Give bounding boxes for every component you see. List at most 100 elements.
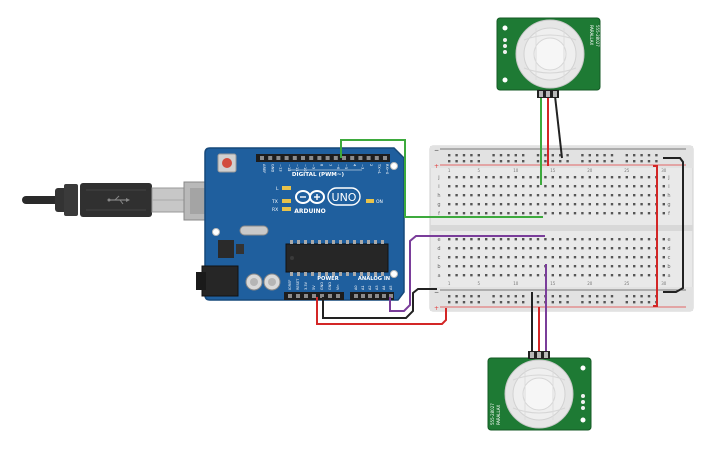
breadboard-hole[interactable]: [529, 274, 532, 277]
rail-hole[interactable]: [625, 154, 628, 157]
header-pin[interactable]: [358, 156, 363, 160]
breadboard-hole[interactable]: [610, 176, 614, 179]
breadboard-hole[interactable]: [566, 203, 569, 206]
rail-hole[interactable]: [588, 154, 591, 157]
rail-hole[interactable]: [566, 301, 569, 304]
rail-hole[interactable]: [596, 154, 599, 157]
breadboard-hole[interactable]: [551, 247, 554, 250]
breadboard-hole[interactable]: [581, 247, 584, 250]
breadboard-hole[interactable]: [588, 185, 591, 188]
rail-hole[interactable]: [610, 160, 614, 163]
breadboard-hole[interactable]: [573, 176, 577, 179]
breadboard-hole[interactable]: [529, 265, 532, 268]
breadboard-hole[interactable]: [462, 203, 466, 206]
header-pin[interactable]: [284, 156, 289, 160]
breadboard-hole[interactable]: [544, 212, 547, 215]
breadboard-hole[interactable]: [462, 274, 466, 277]
breadboard-hole[interactable]: [559, 238, 562, 241]
rail-hole[interactable]: [507, 295, 510, 298]
wire-purple-signal[interactable]: [389, 235, 545, 312]
rail-hole[interactable]: [499, 301, 503, 304]
breadboard-hole[interactable]: [603, 194, 606, 197]
breadboard-hole[interactable]: [462, 247, 466, 250]
breadboard-hole[interactable]: [514, 212, 517, 215]
breadboard-hole[interactable]: [499, 194, 503, 197]
breadboard-hole[interactable]: [588, 265, 591, 268]
breadboard-hole[interactable]: [462, 212, 466, 215]
rail-hole[interactable]: [551, 160, 554, 163]
breadboard-hole[interactable]: [499, 238, 503, 241]
breadboard-hole[interactable]: [499, 185, 503, 188]
wire-red-5v[interactable]: [316, 297, 447, 325]
breadboard-hole[interactable]: [610, 247, 614, 250]
rail-hole[interactable]: [448, 160, 451, 163]
rail-hole[interactable]: [551, 295, 554, 298]
breadboard-hole[interactable]: [492, 238, 495, 241]
rail-hole[interactable]: [633, 160, 636, 163]
breadboard-hole[interactable]: [596, 212, 599, 215]
pir-sensor-bottom[interactable]: 555-28027 PARALLAX: [487, 351, 592, 431]
breadboard-hole[interactable]: [514, 194, 517, 197]
breadboard-hole[interactable]: [462, 185, 466, 188]
breadboard-hole[interactable]: [529, 176, 532, 179]
rail-hole[interactable]: [588, 160, 591, 163]
breadboard-hole[interactable]: [536, 265, 540, 268]
reset-button-cap[interactable]: [222, 158, 232, 168]
rail-hole[interactable]: [640, 160, 643, 163]
breadboard-hole[interactable]: [470, 274, 473, 277]
rail-hole[interactable]: [640, 301, 643, 304]
breadboard-hole[interactable]: [625, 256, 628, 259]
rail-hole[interactable]: [559, 154, 562, 157]
breadboard-hole[interactable]: [618, 185, 621, 188]
breadboard-hole[interactable]: [603, 185, 606, 188]
breadboard-hole[interactable]: [559, 194, 562, 197]
breadboard-hole[interactable]: [640, 185, 643, 188]
breadboard-hole[interactable]: [618, 212, 621, 215]
breadboard-hole[interactable]: [618, 203, 621, 206]
breadboard-hole[interactable]: [536, 274, 540, 277]
rail-hole[interactable]: [477, 160, 480, 163]
breadboard-hole[interactable]: [566, 256, 569, 259]
rail-hole[interactable]: [477, 295, 480, 298]
breadboard-hole[interactable]: [596, 176, 599, 179]
breadboard-hole[interactable]: [536, 247, 540, 250]
breadboard-hole[interactable]: [566, 247, 569, 250]
breadboard-hole[interactable]: [566, 176, 569, 179]
breadboard-hole[interactable]: [603, 247, 606, 250]
breadboard-hole[interactable]: [610, 203, 614, 206]
breadboard-hole[interactable]: [581, 185, 584, 188]
breadboard-hole[interactable]: [610, 238, 614, 241]
rail-hole[interactable]: [581, 295, 584, 298]
header-pin[interactable]: [368, 294, 372, 298]
breadboard-hole[interactable]: [485, 194, 488, 197]
breadboard-hole[interactable]: [448, 203, 451, 206]
breadboard-hole[interactable]: [647, 203, 651, 206]
breadboard-hole[interactable]: [588, 256, 591, 259]
rail-hole[interactable]: [455, 160, 458, 163]
breadboard-hole[interactable]: [485, 274, 488, 277]
breadboard-hole[interactable]: [633, 238, 636, 241]
breadboard-hole[interactable]: [499, 265, 503, 268]
breadboard-hole[interactable]: [455, 274, 458, 277]
breadboard-hole[interactable]: [618, 265, 621, 268]
breadboard-hole[interactable]: [633, 185, 636, 188]
breadboard-hole[interactable]: [485, 176, 488, 179]
breadboard-hole[interactable]: [551, 256, 554, 259]
breadboard-hole[interactable]: [662, 194, 665, 197]
breadboard-hole[interactable]: [551, 176, 554, 179]
breadboard-hole[interactable]: [603, 274, 606, 277]
breadboard-hole[interactable]: [514, 265, 517, 268]
header-pin[interactable]: [389, 294, 393, 298]
breadboard-hole[interactable]: [514, 176, 517, 179]
header-pin[interactable]: [304, 294, 308, 298]
breadboard-hole[interactable]: [618, 256, 621, 259]
breadboard-hole[interactable]: [588, 238, 591, 241]
wire-black-rail-bridge[interactable]: [663, 157, 684, 293]
breadboard-hole[interactable]: [625, 185, 628, 188]
breadboard-hole[interactable]: [581, 274, 584, 277]
breadboard-hole[interactable]: [625, 203, 628, 206]
rail-hole[interactable]: [655, 160, 658, 163]
breadboard-hole[interactable]: [573, 203, 577, 206]
rail-hole[interactable]: [625, 295, 628, 298]
breadboard-hole[interactable]: [485, 256, 488, 259]
